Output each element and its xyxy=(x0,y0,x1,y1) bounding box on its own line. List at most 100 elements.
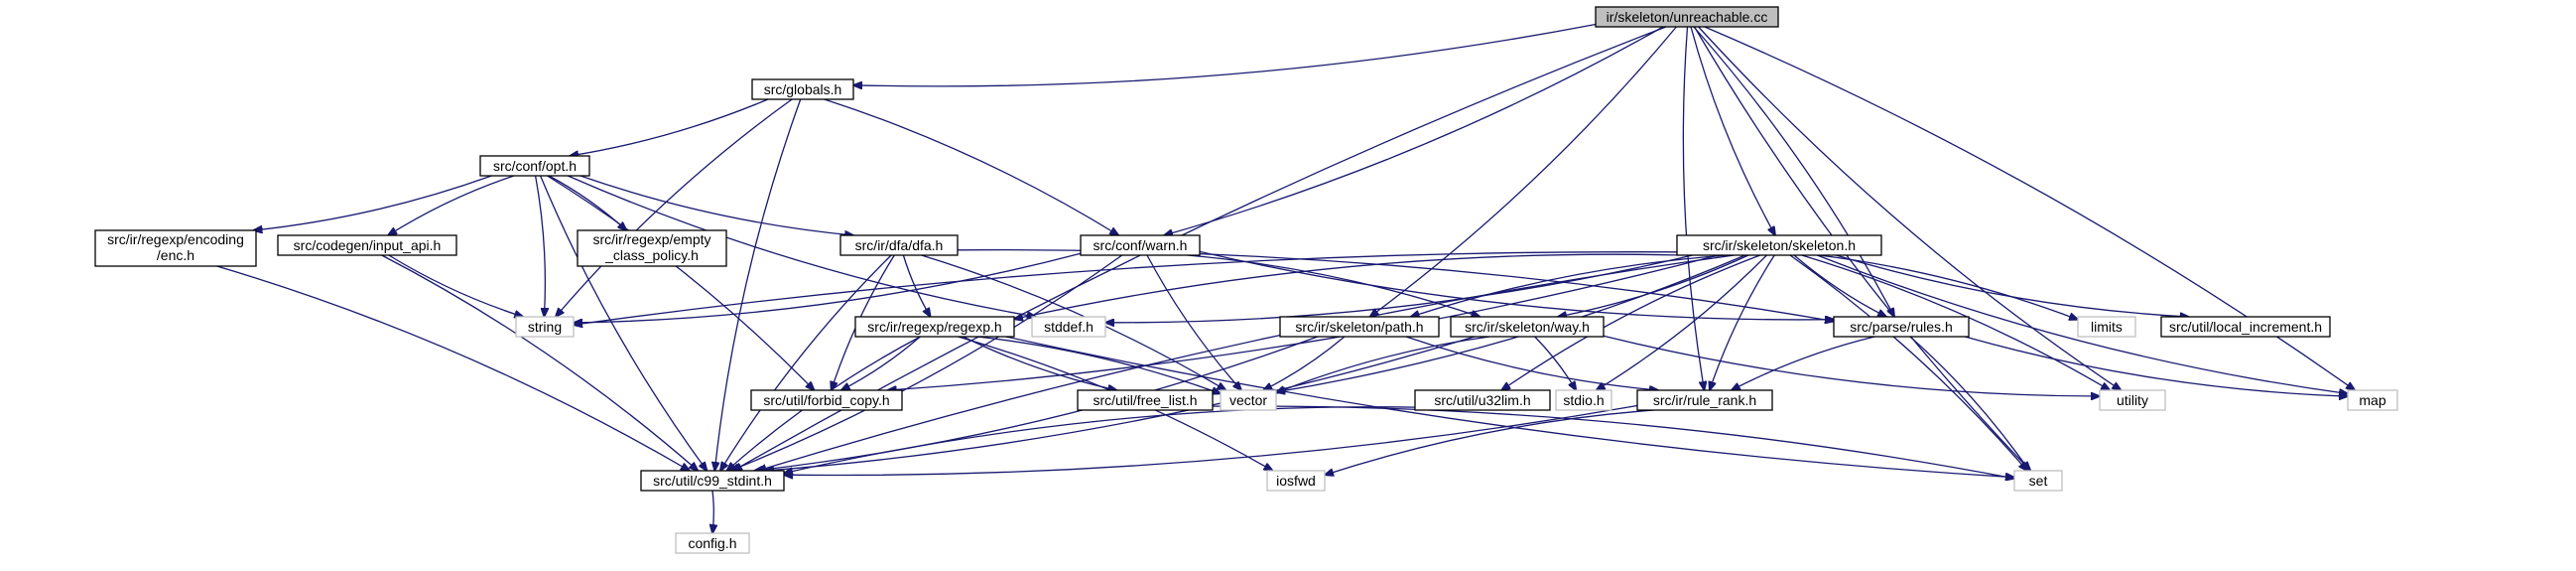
edge-skeleton-to-path xyxy=(1411,254,1729,317)
edge-rules-to-rule_rank xyxy=(1732,336,1875,390)
node-local-inc[interactable]: src/util/local_increment.h xyxy=(2160,316,2331,338)
edge-input_api-to-c99 xyxy=(381,254,699,471)
node-main-box xyxy=(1595,6,1779,28)
node-u32lim[interactable]: src/util/u32lim.h xyxy=(1414,389,1551,411)
node-warn[interactable]: src/conf/warn.h xyxy=(1080,234,1201,256)
edge-dfa-to-regexp xyxy=(902,254,930,317)
edge-dfa-to-vector xyxy=(921,254,1226,390)
node-utility: utility xyxy=(2099,389,2166,411)
node-stddef: stddef.h xyxy=(1031,316,1106,338)
edge-rules-to-set xyxy=(1909,336,2029,471)
edge-globals-to-opt xyxy=(570,98,769,156)
node-rule-rank[interactable]: src/ir/rule_rank.h xyxy=(1636,389,1773,411)
node-c99[interactable]: src/util/c99_stdint.h xyxy=(640,470,785,492)
edge-warn-to-string xyxy=(574,252,1082,323)
node-way[interactable]: src/ir/skeleton/way.h xyxy=(1450,316,1605,338)
node-main-label: ir/skeleton/unreachable.cc xyxy=(1607,9,1768,25)
node-config: config.h xyxy=(675,532,750,554)
node-enc-label: /enc.h xyxy=(157,247,194,263)
node-way-box xyxy=(1450,316,1605,338)
node-input-api-box xyxy=(277,234,457,256)
node-globals[interactable]: src/globals.h xyxy=(751,78,854,100)
node-forbid[interactable]: src/util/forbid_copy.h xyxy=(750,389,903,411)
node-skeleton-label: src/ir/skeleton/skeleton.h xyxy=(1703,237,1856,253)
edge-rule_rank-to-c99 xyxy=(784,404,1638,476)
node-local-inc-label: src/util/local_increment.h xyxy=(2169,319,2322,335)
node-iosfwd: iosfwd xyxy=(1266,470,1326,492)
node-stddef-label: stddef.h xyxy=(1044,319,1094,335)
node-globals-box xyxy=(751,78,854,100)
node-main[interactable]: ir/skeleton/unreachable.cc xyxy=(1595,6,1779,28)
edge-main-to-skeleton xyxy=(1690,26,1775,235)
edge-warn-to-vector xyxy=(1146,254,1241,390)
edge-skeleton-to-regexp xyxy=(1014,253,1678,319)
node-ecp-label: _class_policy.h xyxy=(604,247,699,263)
node-utility-label: utility xyxy=(2117,392,2148,408)
node-rules-label: src/parse/rules.h xyxy=(1850,319,1952,335)
edge-opt-to-dfa xyxy=(580,175,853,235)
node-opt-box xyxy=(479,155,590,177)
node-path-box xyxy=(1279,316,1440,338)
edge-skeleton-to-set xyxy=(1789,254,2027,471)
edge-free_list-to-set xyxy=(1212,405,2014,479)
node-ecp-box xyxy=(577,229,727,267)
edge-dfa-to-c99 xyxy=(720,254,892,471)
node-ecp[interactable]: src/ir/regexp/empty_class_policy.h xyxy=(577,229,727,267)
node-forbid-label: src/util/forbid_copy.h xyxy=(763,392,889,408)
node-free-list[interactable]: src/util/free_list.h xyxy=(1077,389,1214,411)
node-vector-label: vector xyxy=(1229,392,1267,408)
node-rule-rank-box xyxy=(1636,389,1773,411)
node-rules[interactable]: src/parse/rules.h xyxy=(1833,316,1970,338)
edge-skeleton-to-u32lim xyxy=(1501,254,1761,390)
node-stdio-label: stdio.h xyxy=(1563,392,1604,408)
node-iosfwd-box xyxy=(1266,470,1326,492)
node-regexp[interactable]: src/ir/regexp/regexp.h xyxy=(854,316,1015,338)
node-rule-rank-label: src/ir/rule_rank.h xyxy=(1653,392,1756,408)
edge-main-to-warn xyxy=(1164,26,1664,235)
node-config-label: config.h xyxy=(688,535,736,551)
edge-rules-to-map xyxy=(1965,336,2348,396)
edge-regexp-to-vector xyxy=(976,336,1221,393)
edge-opt-to-forbid xyxy=(547,175,815,390)
node-globals-label: src/globals.h xyxy=(764,81,842,97)
node-limits-label: limits xyxy=(2091,319,2123,335)
node-path[interactable]: src/ir/skeleton/path.h xyxy=(1279,316,1440,338)
edge-dfa-to-rules xyxy=(957,248,1834,322)
edge-way-to-utility xyxy=(1603,335,2100,396)
node-free-list-label: src/util/free_list.h xyxy=(1093,392,1197,408)
node-input-api-label: src/codegen/input_api.h xyxy=(294,237,442,253)
node-iosfwd-label: iosfwd xyxy=(1276,473,1316,489)
edge-warn-to-c99 xyxy=(730,254,1123,471)
node-path-label: src/ir/skeleton/path.h xyxy=(1295,319,1423,335)
node-set-label: set xyxy=(2029,473,2048,489)
edge-skeleton-to-string xyxy=(574,251,1678,325)
edge-opt-to-enc xyxy=(254,175,492,230)
node-enc[interactable]: src/ir/regexp/encoding/enc.h xyxy=(94,229,257,267)
edge-skeleton-to-rule_rank xyxy=(1710,254,1775,390)
edge-main-to-utility xyxy=(1698,26,2122,390)
edge-warn-to-way xyxy=(1187,254,1481,317)
edge-skeleton-to-rules xyxy=(1793,254,1886,317)
edge-opt-to-string xyxy=(534,175,546,317)
node-opt-label: src/conf/opt.h xyxy=(493,158,577,174)
node-opt[interactable]: src/conf/opt.h xyxy=(479,155,590,177)
edge-globals-to-warn xyxy=(824,98,1119,235)
node-vector-box xyxy=(1220,389,1277,411)
node-rules-box xyxy=(1833,316,1970,338)
node-map-label: map xyxy=(2359,392,2385,408)
node-string: string xyxy=(515,316,575,338)
node-local-inc-box xyxy=(2160,316,2331,338)
node-dfa[interactable]: src/ir/dfa/dfa.h xyxy=(839,234,959,256)
node-skeleton[interactable]: src/ir/skeleton/skeleton.h xyxy=(1676,234,1882,256)
edge-path-to-c99 xyxy=(754,336,1319,471)
node-utility-box xyxy=(2099,389,2166,411)
node-warn-label: src/conf/warn.h xyxy=(1094,237,1188,253)
edge-skeleton-to-map xyxy=(1817,254,2348,394)
node-map-box xyxy=(2347,389,2398,411)
node-config-box xyxy=(675,532,750,554)
node-input-api[interactable]: src/codegen/input_api.h xyxy=(277,234,457,256)
dependency-nodes: ir/skeleton/unreachable.cc src/globals.h s… xyxy=(94,6,2398,554)
edge-way-to-c99 xyxy=(765,336,1476,471)
edge-path-to-vector xyxy=(1263,336,1346,390)
edge-opt-to-stddef xyxy=(567,175,1036,317)
